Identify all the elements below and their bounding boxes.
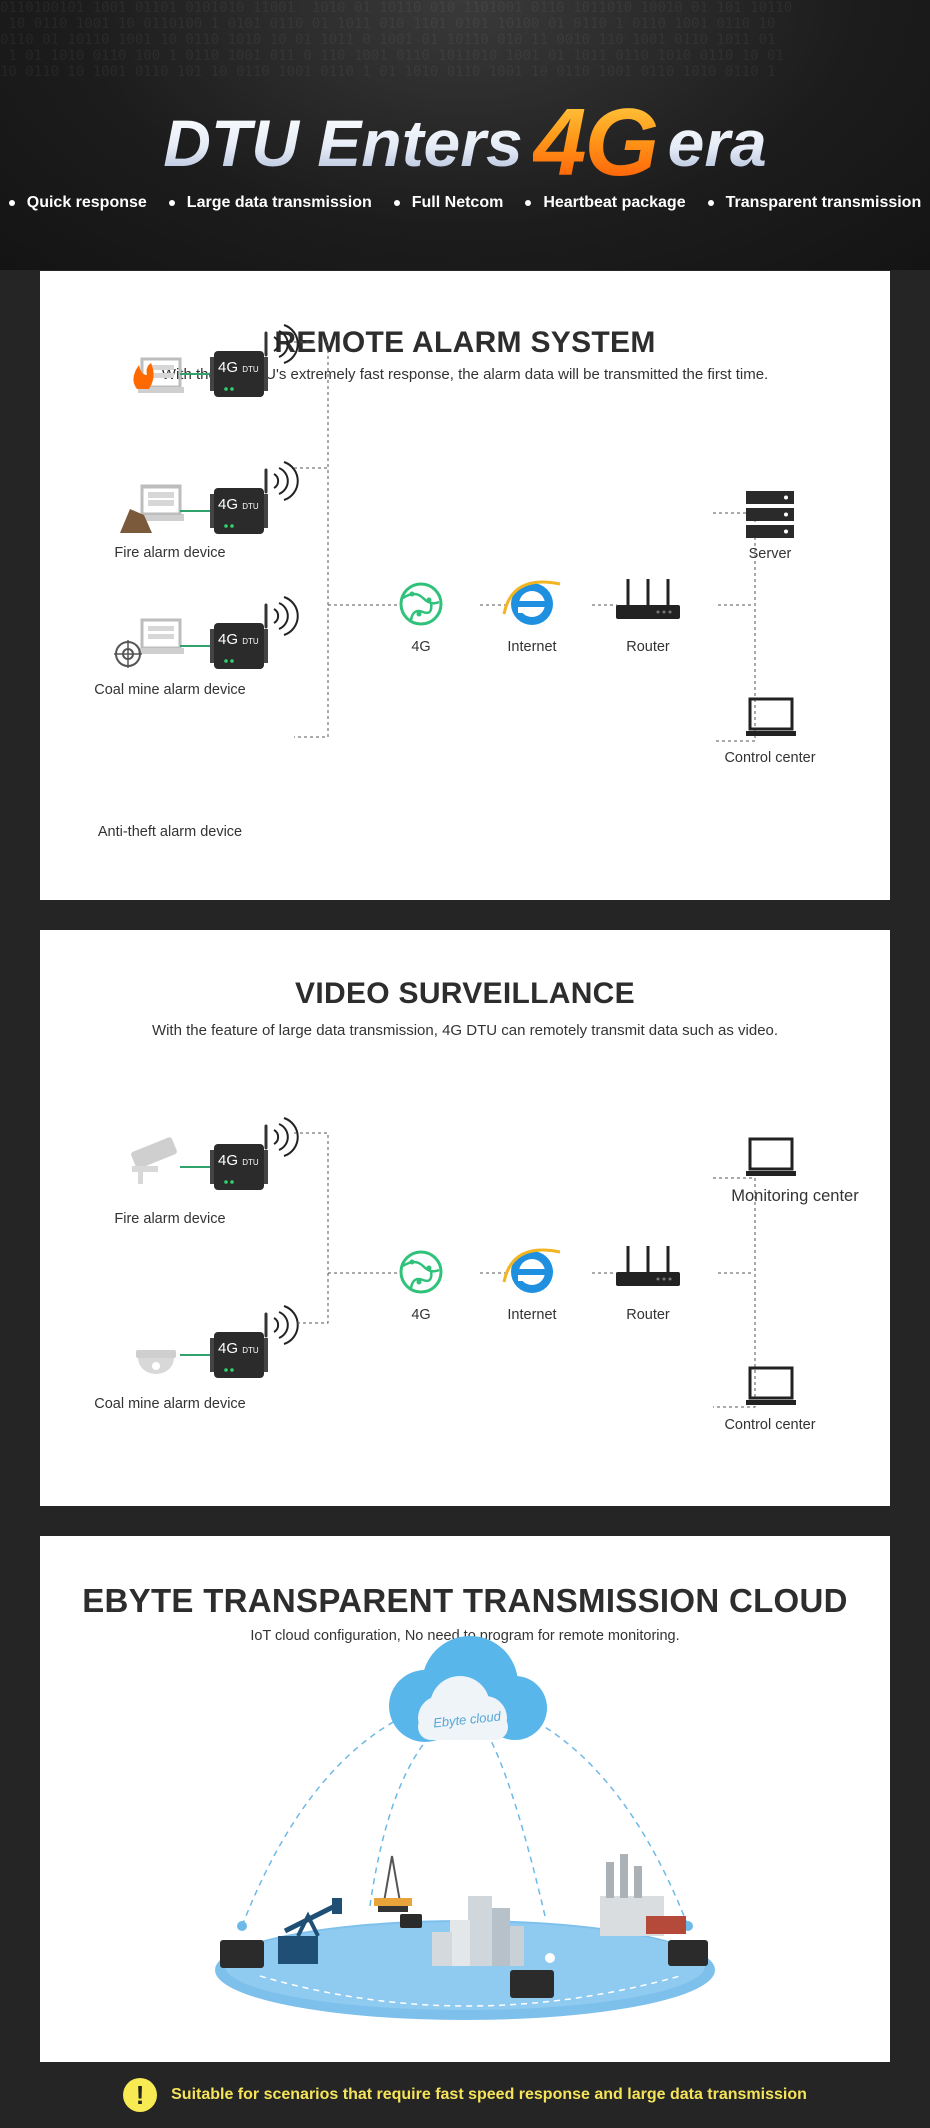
feature-item: Quick response <box>9 194 147 212</box>
cloud-panel: EBYTE TRANSPARENT TRANSMISSION CLOUD IoT… <box>40 1536 890 2062</box>
cloud-diagram <box>215 1636 715 2020</box>
remote-alarm-subtitle: With the 4G DTU's extremely fast respons… <box>161 366 769 383</box>
laptop-icon <box>744 1366 798 1407</box>
feature-list: Quick response Large data transmission F… <box>0 194 930 212</box>
title-highlight: 4G <box>533 89 659 196</box>
feature-item: Large data transmission <box>169 194 372 212</box>
dtu-label: 4G DTU <box>218 496 259 513</box>
video-diagram <box>131 1116 798 1408</box>
dtu-label: 4G DTU <box>218 1152 259 1169</box>
laptop-icon <box>744 697 798 738</box>
page-title: DTU Enters 4G era <box>0 88 930 198</box>
internet-icon <box>502 1248 562 1295</box>
network-label-4g: 4G <box>411 1307 431 1323</box>
video-subtitle: With the feature of large data transmiss… <box>151 1022 779 1039</box>
oil-pump-icon <box>278 1898 342 1964</box>
video-surveillance-panel: VIDEO SURVEILLANCE With the feature of l… <box>40 930 890 1506</box>
dtu-label: 4G DTU <box>218 359 259 376</box>
footer-text: Suitable for scenarios that require fast… <box>171 2086 807 2103</box>
remote-alarm-diagram <box>114 323 798 742</box>
fire-icon <box>133 363 154 389</box>
network-label-router: Router <box>626 1307 670 1323</box>
camera-icon <box>131 1137 177 1184</box>
dtu-label: 4G DTU <box>218 1340 259 1357</box>
anti-theft-icon <box>114 640 142 668</box>
cloud-title: EBYTE TRANSPARENT TRANSMISSION CLOUD <box>82 1582 848 1619</box>
dome-camera-icon <box>136 1350 176 1374</box>
network-label-router: Router <box>626 639 670 655</box>
4g-globe-icon <box>399 1250 443 1294</box>
coal-mine-icon <box>120 509 152 533</box>
network-label-internet: Internet <box>507 1307 557 1323</box>
cloud-subtitle: IoT cloud configuration, No need to prog… <box>250 1628 680 1644</box>
city-buildings-icon <box>432 1896 524 1966</box>
footer-banner: ! Suitable for scenarios that require fa… <box>0 2062 930 2128</box>
network-label-internet: Internet <box>507 639 557 655</box>
remote-alarm-title: REMOTE ALARM SYSTEM <box>274 326 656 359</box>
feature-item: Heartbeat package <box>525 194 685 212</box>
endpoint-label-monitoring: Monitoring center <box>731 1187 859 1205</box>
feature-item: Transparent transmission <box>708 194 922 212</box>
feature-item: Full Netcom <box>394 194 504 212</box>
warning-icon: ! <box>123 2078 158 2112</box>
oil-rig-icon <box>374 1855 412 1912</box>
endpoint-label-server: Server <box>748 546 792 562</box>
remote-alarm-panel: REMOTE ALARM SYSTEM With the 4G DTU's ex… <box>40 271 890 900</box>
router-icon <box>614 577 682 621</box>
binary-background: 0110100101 1001 01101 0101010 11001 1010… <box>0 0 793 80</box>
network-label-4g: 4G <box>411 639 431 655</box>
4g-globe-icon <box>399 582 443 626</box>
dtu-device-icon <box>220 1914 708 1998</box>
dtu-label: 4G DTU <box>218 631 259 648</box>
device-label-coal: Coal mine alarm device <box>94 1396 246 1412</box>
device-label-coal: Coal mine alarm device <box>94 682 246 698</box>
factory-icon <box>600 1854 686 1936</box>
title-part1: DTU Enters <box>163 106 523 180</box>
cloud-icon <box>389 1636 547 1742</box>
laptop-icon <box>744 1137 798 1178</box>
endpoint-label-control: Control center <box>724 1417 816 1433</box>
router-icon <box>614 1244 682 1288</box>
title-part2: era <box>667 106 767 180</box>
connection-lines <box>294 341 756 742</box>
device-label-fire: Fire alarm device <box>114 545 226 561</box>
device-label-fire: Fire alarm device <box>114 1211 226 1227</box>
video-title: VIDEO SURVEILLANCE <box>295 977 635 1010</box>
endpoint-label-control: Control center <box>724 750 816 766</box>
connection-lines <box>294 1132 756 1408</box>
internet-icon <box>502 580 562 627</box>
server-icon <box>746 491 794 538</box>
device-label-anti-theft: Anti-theft alarm device <box>97 824 243 840</box>
hero-banner: 0110100101 1001 01101 0101010 11001 1010… <box>0 0 930 270</box>
